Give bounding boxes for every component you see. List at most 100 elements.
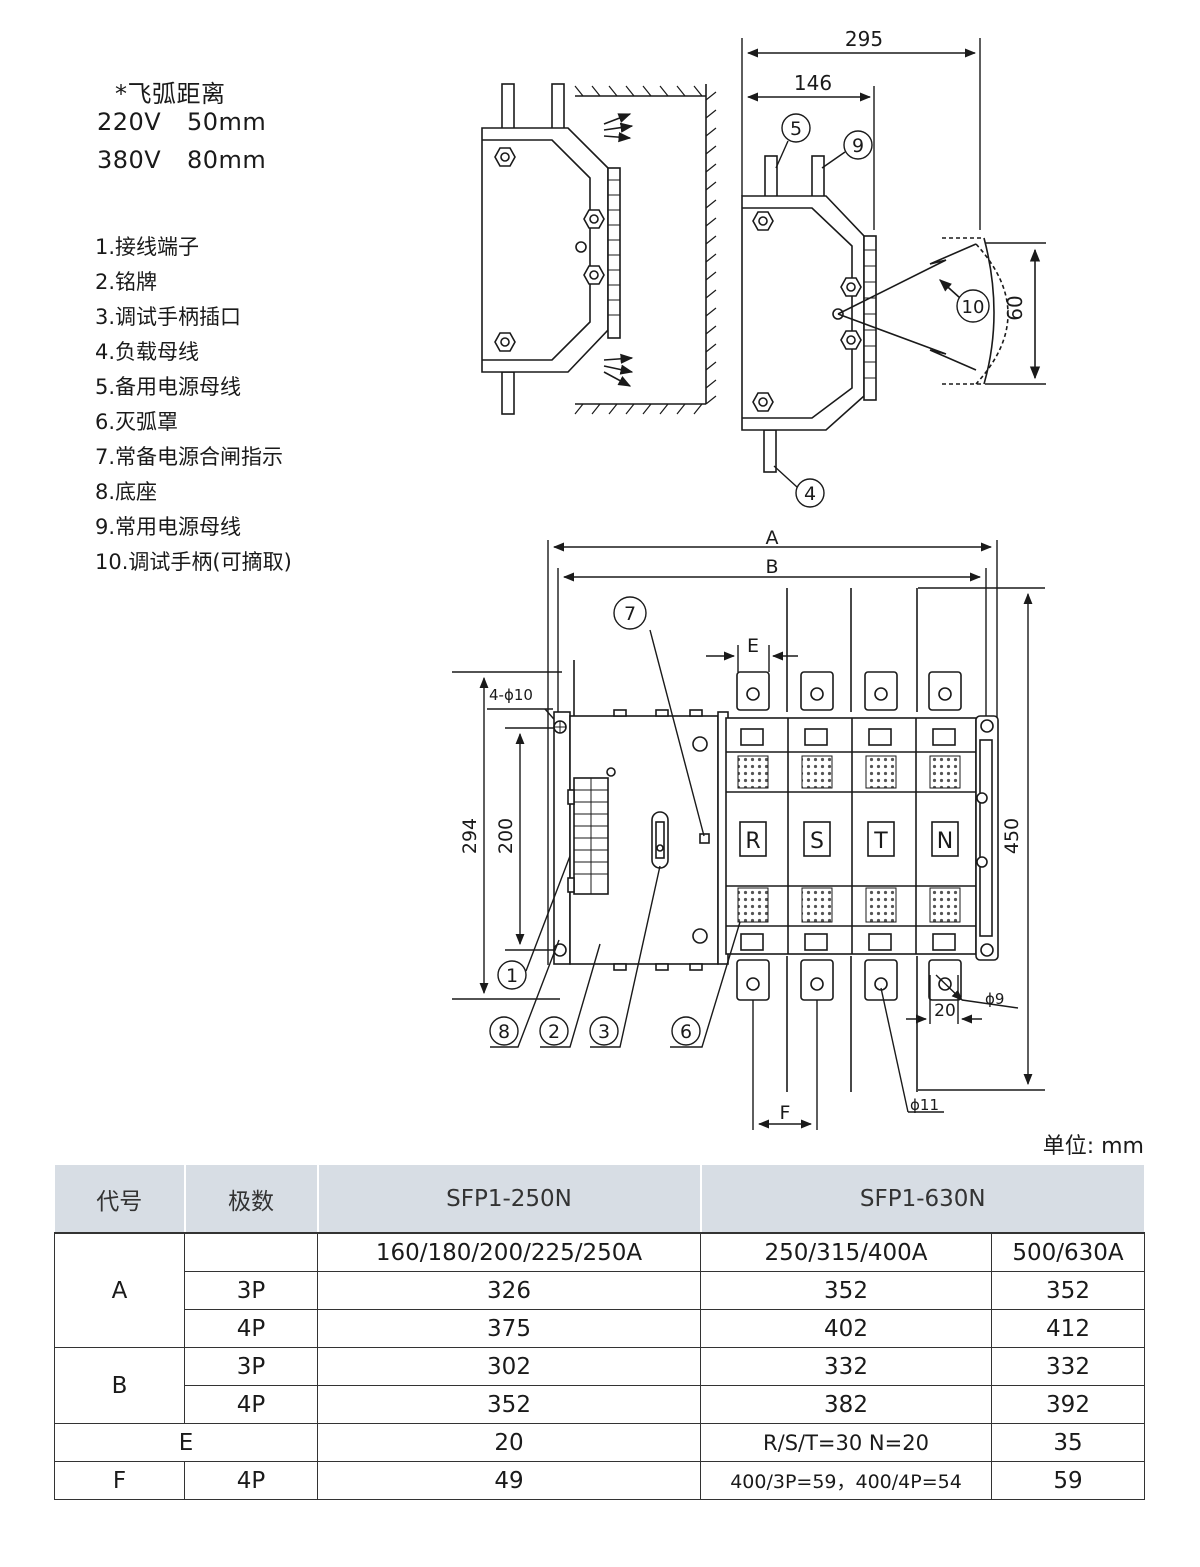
side-view-wall [574,84,717,415]
table-cell: R/S/T=30 N=20 [700,1423,992,1462]
legend-item-4: 4.负载母线 [95,340,200,364]
dim-294-label: 294 [459,818,481,854]
legend-item-5: 5.备用电源母线 [95,375,242,399]
table-row: 4P 352 382 392 [55,1385,1145,1424]
callout-2-label: 2 [548,1021,560,1043]
table-subheader-row: A 160/180/200/225/250A 250/315/400A 500/… [54,1232,1145,1348]
table-cell-poles: 3P [184,1271,318,1310]
callout-10: 10 [956,289,990,323]
table-row: B 3P 302 332 332 [54,1347,1145,1424]
table-cell: 20 [317,1423,701,1462]
table-cell: 382 [700,1385,992,1424]
callout-5: 5 [775,113,811,169]
table-row: F 4P 49 400/3P=59，400/4P=54 59 [54,1461,1145,1500]
legend-item-1: 1.接线端子 [95,235,200,259]
callout-8-label: 8 [498,1021,510,1043]
callout-4-label: 4 [804,483,816,505]
legend-item-7: 7.常备电源合闸指示 [95,445,284,469]
dimension-294-200 [452,671,562,1000]
table-cell: 500/630A [991,1232,1145,1272]
callout-3: 3 [589,865,661,1048]
table-cell-poles: 4P [184,1385,318,1424]
dim-B-label: B [765,556,778,578]
table-cell: 400/3P=59，400/4P=54 [700,1461,992,1500]
legend-item-2: 2.铭牌 [95,270,158,294]
dimension-E-F [706,645,1019,1130]
front-view-body [553,660,729,971]
dim-F-label: F [780,1102,791,1124]
table-header-row: 代号 极数 SFP1-250N SFP1-630N [54,1164,1145,1234]
pole-labels: R S T N [739,821,959,857]
phi11-label: ϕ11 [910,1096,939,1114]
table-cell-poles: 4P [184,1309,318,1348]
table-cell: 250/315/400A [700,1232,992,1272]
arc-chutes [737,755,961,923]
legend-item-9: 9.常用电源母线 [95,515,242,539]
debug-handle [837,237,1046,385]
dim-A-label: A [766,527,779,549]
table-cell: 375 [317,1309,701,1348]
table-cell-code: B [54,1347,185,1424]
terminals-top [736,588,962,746]
callout-6: 6 [670,921,741,1048]
callout-6-label: 6 [680,1021,692,1043]
pole-N-label: N [937,829,953,854]
table-cell-code: A [54,1232,185,1348]
dimension-450 [918,587,1045,1091]
arc-voltage-380: 380V [97,146,162,174]
dim-295-label: 295 [845,27,883,51]
table-cell: 49 [317,1461,701,1500]
table-cell: 412 [991,1309,1145,1348]
callout-8: 8 [489,939,560,1048]
terminals-bottom [736,933,962,1092]
table-cell: 302 [317,1347,701,1386]
table-cell-code: F [54,1461,185,1500]
table-cell: 332 [700,1347,992,1386]
callout-4: 4 [773,465,825,508]
table-cell: 352 [991,1271,1145,1310]
dim-146-label: 146 [794,71,832,95]
header-sfp1-630n: SFP1-630N [699,1164,1145,1234]
header-poles: 极数 [183,1164,318,1234]
arc-distance-220: 50mm [187,108,267,136]
dim-20-label: 20 [934,1001,956,1021]
legend-item-10: 10.调试手柄(可摘取) [95,550,292,574]
unit-label: 单位: mm [1042,1134,1144,1159]
pole-T-label: T [873,829,888,854]
table-cell: 352 [317,1385,701,1424]
table-row: 3P 326 352 352 [55,1271,1145,1310]
callout-1: 1 [497,855,571,990]
table-row: E 20 R/S/T=30 N=20 35 [54,1423,1145,1462]
table-cell: 392 [991,1385,1145,1424]
callout-1-label: 1 [506,965,518,987]
legend-item-8: 8.底座 [95,480,158,504]
dim-200-label: 200 [495,818,517,854]
callout-5-label: 5 [790,118,802,140]
side-view-switch-right [741,155,877,473]
pole-R-label: R [745,829,760,854]
header-code: 代号 [54,1164,185,1234]
table-cell: 59 [991,1461,1145,1500]
table-cell-code: E [54,1423,318,1462]
table-cell: 160/180/200/225/250A [317,1232,701,1272]
dimension-table: 代号 极数 SFP1-250N SFP1-630N A 160/180/200/… [54,1164,1145,1500]
technical-drawing: 295 146 60 5 [452,27,1046,1130]
legend-item-3: 3.调试手柄插口 [95,305,242,329]
dimension-295 [741,38,981,230]
dim-E-label: E [747,635,759,657]
dimension-A-B [547,540,998,965]
table-cell [184,1232,318,1272]
callout-9: 9 [821,130,873,169]
table-cell: 35 [991,1423,1145,1462]
table-cell: 332 [991,1347,1145,1386]
callout-7-label: 7 [624,603,636,625]
header-sfp1-250n: SFP1-250N [316,1164,701,1234]
legend-item-6: 6.灭弧罩 [95,410,179,434]
table-cell-poles: 3P [184,1347,318,1386]
arc-arrows-left [603,113,634,387]
side-view-switch-left [481,83,621,415]
callout-3-label: 3 [598,1021,610,1043]
arc-title: *飞弧距离 [115,80,226,108]
pole-S-label: S [810,829,824,854]
dim-450-label: 450 [1001,818,1023,854]
